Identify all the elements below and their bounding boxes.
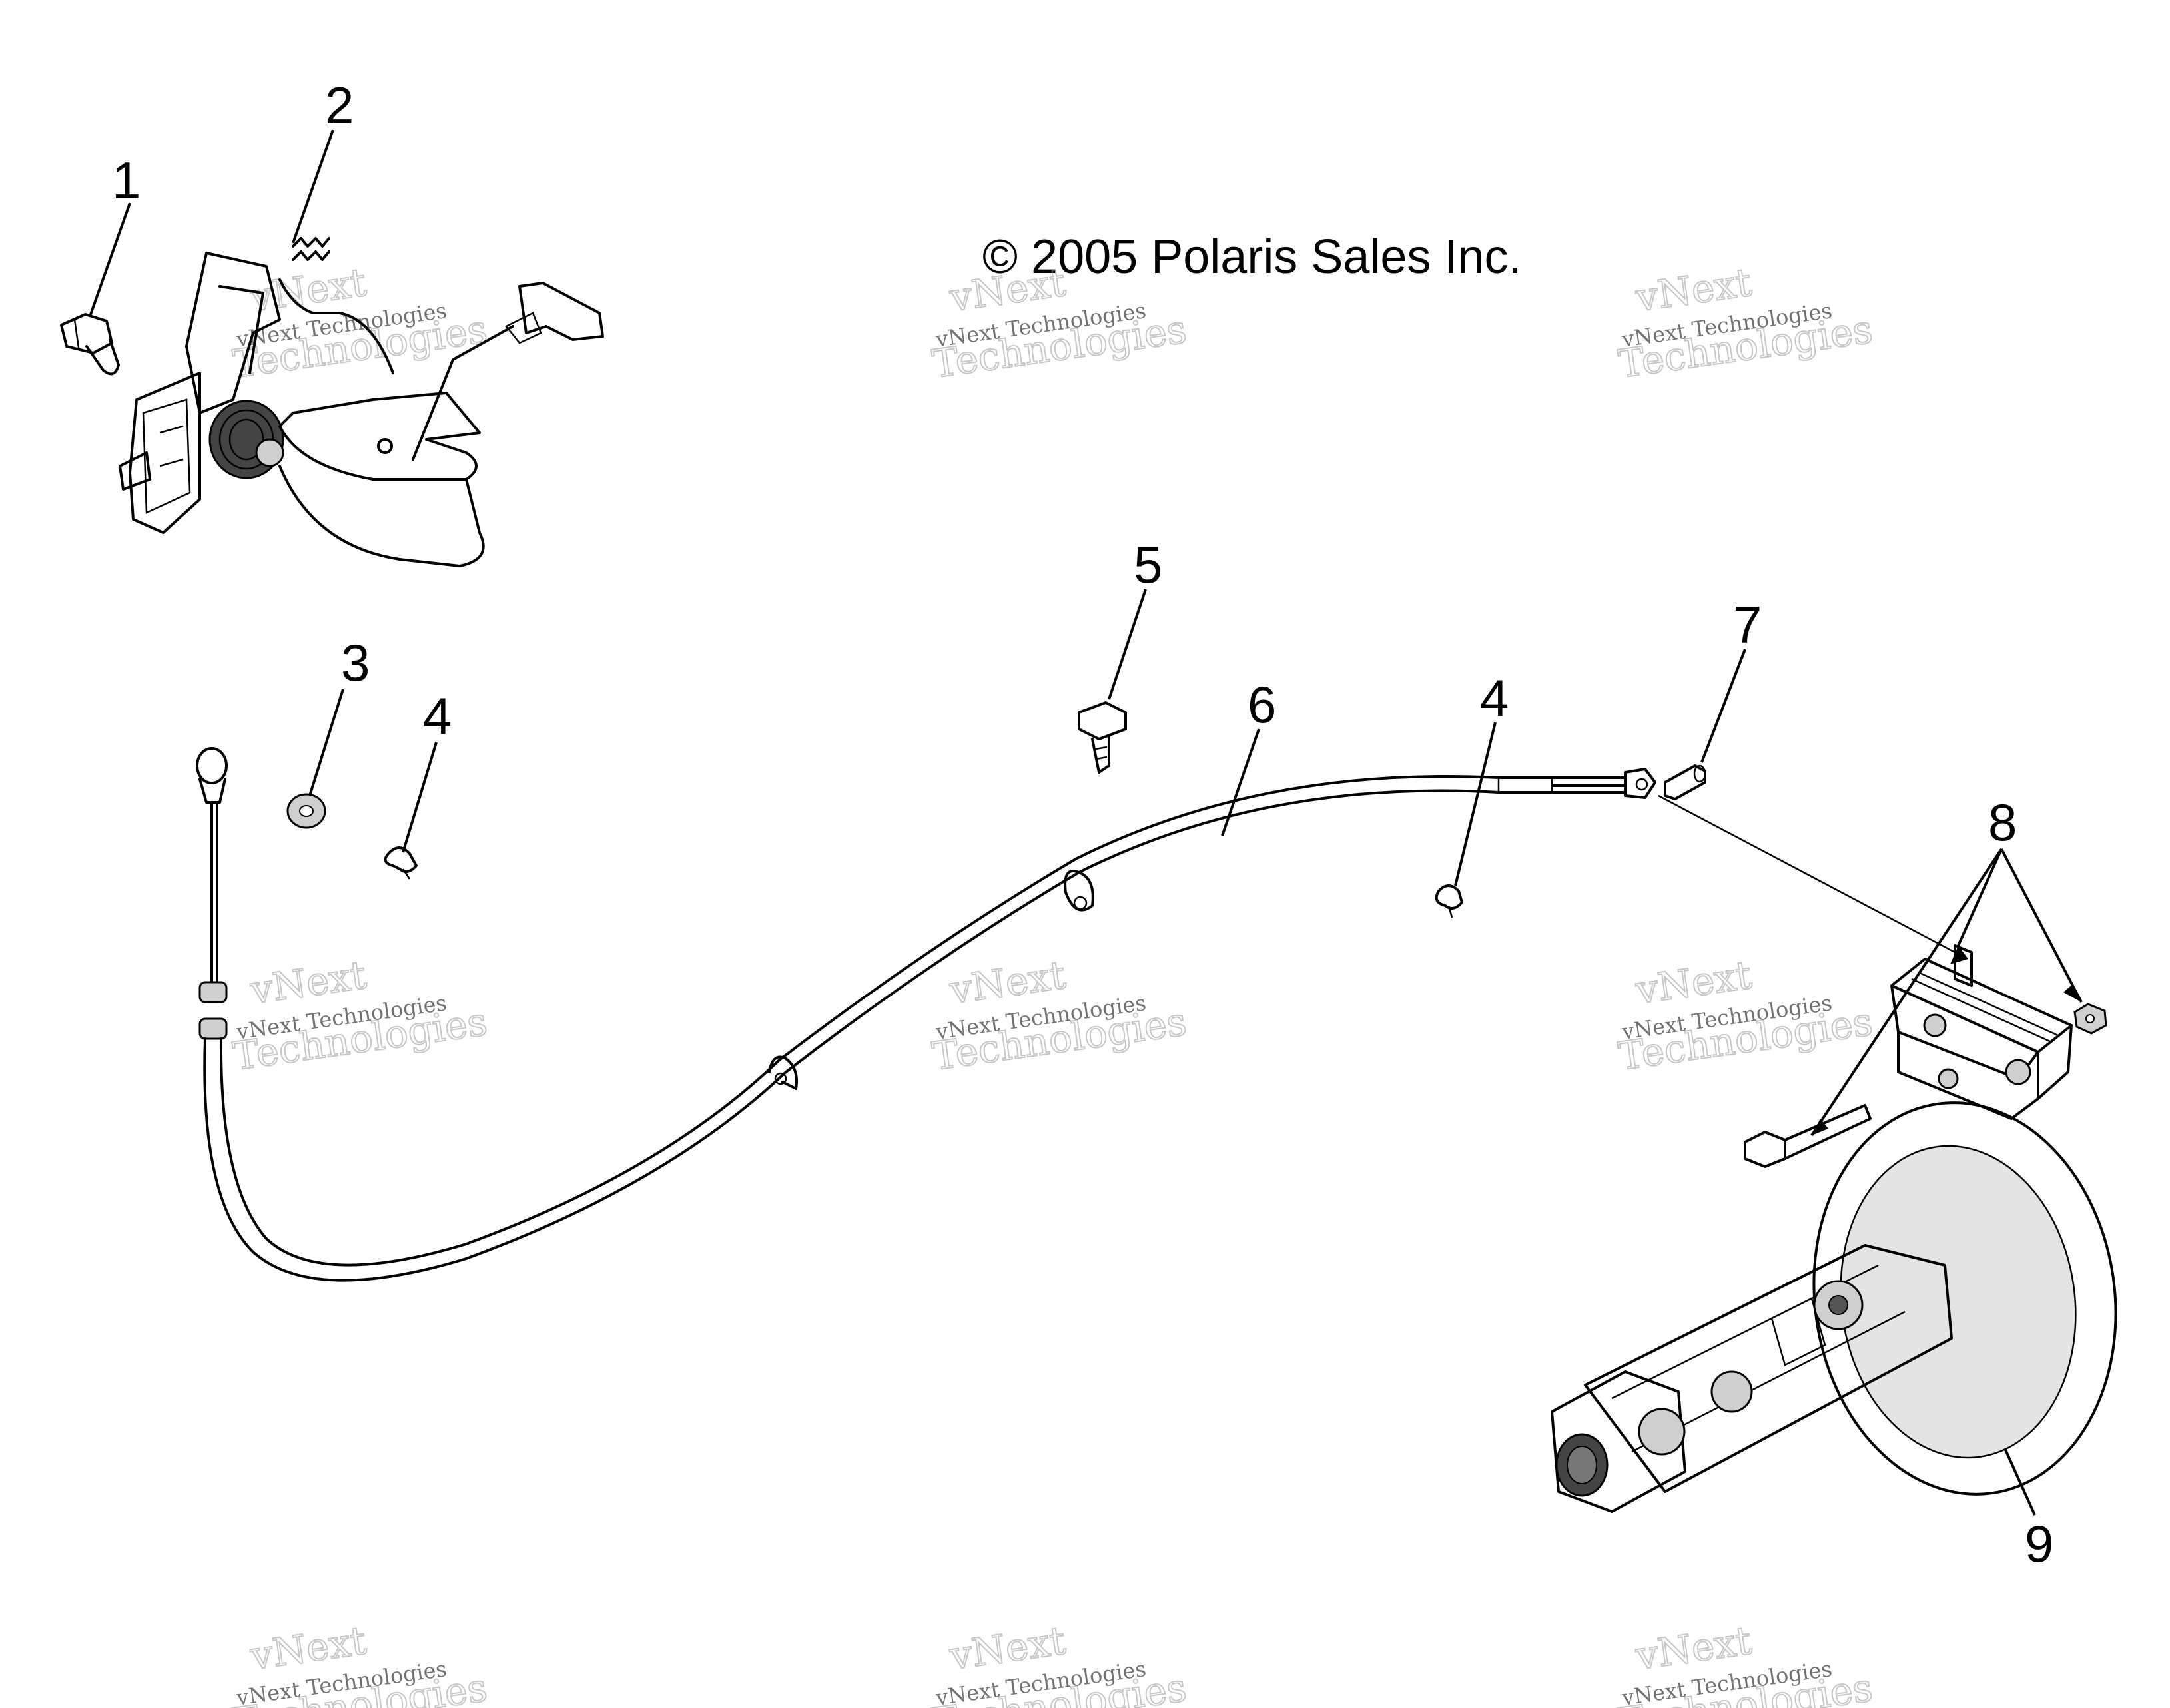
leader-2 bbox=[292, 129, 334, 244]
callout-9: 9 bbox=[2025, 1514, 2053, 1573]
bolt-part-1 bbox=[60, 313, 120, 376]
watermark: vNext vNext Technologies Technologies bbox=[929, 952, 1190, 1080]
callout-4a: 4 bbox=[423, 687, 452, 745]
clip-part-4a bbox=[384, 846, 418, 880]
leader-8b bbox=[2000, 848, 2083, 1003]
callout-3: 3 bbox=[341, 633, 370, 692]
clip-part-4b bbox=[1435, 884, 1463, 918]
screw-part-5 bbox=[1078, 701, 1127, 774]
leader-6 bbox=[1221, 728, 1260, 836]
washer-part-3 bbox=[286, 793, 326, 829]
arrowhead-8c bbox=[1812, 1119, 1828, 1135]
arrowhead-8a bbox=[1950, 946, 1968, 964]
leader-1 bbox=[89, 202, 131, 317]
pin-part-7 bbox=[1664, 764, 1706, 800]
leader-lines bbox=[89, 129, 2083, 1516]
callout-2: 2 bbox=[325, 76, 354, 135]
leader-3 bbox=[308, 689, 344, 796]
watermark: vNext vNext Technologies Technologies bbox=[929, 1617, 1190, 1708]
brake-lever-assembly bbox=[119, 237, 604, 567]
watermark: vNext vNext Technologies Technologies bbox=[230, 952, 491, 1080]
pivot-spring bbox=[208, 400, 284, 479]
watermark-group: vNext vNext Technologies Technologies vN… bbox=[230, 259, 1876, 1708]
callout-6: 6 bbox=[1248, 675, 1276, 734]
top-spring bbox=[292, 237, 330, 261]
watermark: vNext vNext Technologies Technologies bbox=[1615, 952, 1876, 1080]
brake-cable-part-6 bbox=[196, 747, 1656, 1282]
callout-1: 1 bbox=[112, 151, 141, 210]
leader-8c bbox=[1810, 848, 2003, 1137]
arrowhead-8b bbox=[2063, 984, 2081, 1002]
copyright-text: © 2005 Polaris Sales Inc. bbox=[982, 230, 1521, 284]
callout-labels: 1 2 3 4 5 6 4 7 8 9 bbox=[112, 76, 2053, 1573]
brake-disc-part-9 bbox=[1551, 1101, 2117, 1513]
watermark: vNext vNext Technologies Technologies bbox=[1615, 259, 1876, 388]
leader-4a bbox=[402, 742, 438, 853]
leader-7 bbox=[1700, 649, 1746, 763]
caliper-assembly-part-8 bbox=[1744, 944, 2107, 1168]
callout-8: 8 bbox=[1988, 793, 2017, 852]
leader-5 bbox=[1108, 589, 1147, 700]
leader-8a bbox=[1957, 848, 2003, 946]
callout-4b: 4 bbox=[1480, 669, 1509, 727]
leader-9 bbox=[2003, 1448, 2036, 1516]
callout-7: 7 bbox=[1733, 595, 1762, 654]
callout-5: 5 bbox=[1134, 535, 1162, 594]
watermark: vNext vNext Technologies Technologies bbox=[230, 1617, 491, 1708]
watermark: vNext vNext Technologies Technologies bbox=[1615, 1617, 1876, 1708]
leader-4b bbox=[1454, 722, 1497, 886]
connection-line bbox=[1658, 794, 1956, 954]
